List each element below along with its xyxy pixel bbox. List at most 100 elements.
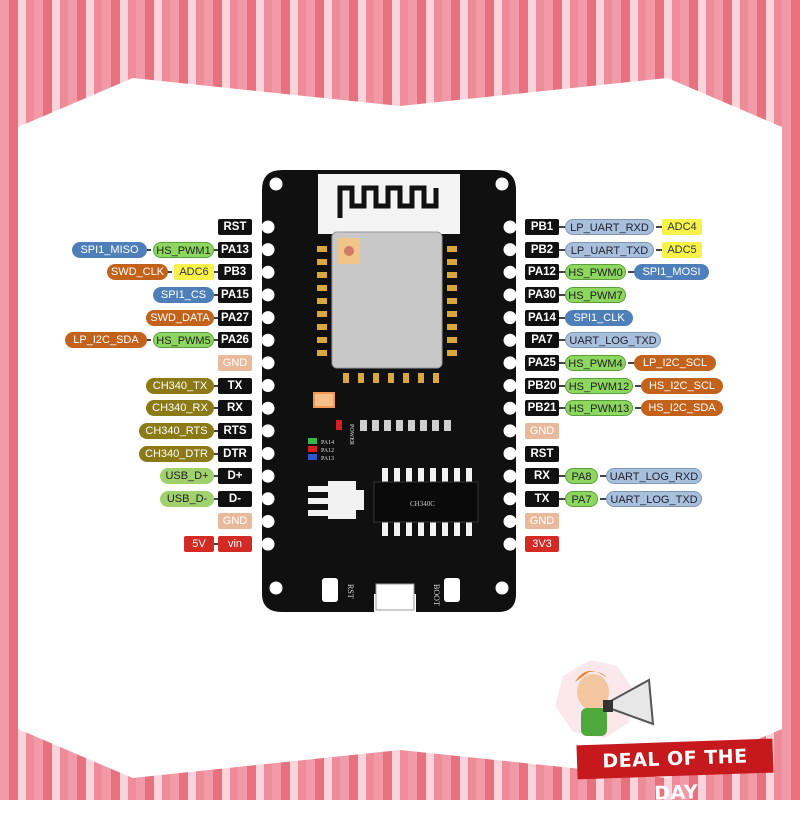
- connector-line: [214, 248, 218, 251]
- function-label: ADC4: [662, 219, 702, 235]
- chip-pin: [418, 468, 424, 482]
- connector-line: [214, 293, 218, 296]
- function-label: SPI1_MISO: [72, 241, 147, 258]
- header-hole: [261, 514, 275, 528]
- chip-pin: [394, 522, 400, 536]
- module-pad: [447, 311, 457, 317]
- chip-pin: [430, 468, 436, 482]
- module-pad: [317, 246, 327, 252]
- pin-label-pb3: PB3: [218, 264, 252, 281]
- connector-line: [600, 497, 606, 500]
- header-hole: [503, 220, 517, 234]
- function-label: USB_D-: [160, 490, 214, 507]
- rst-button: [322, 578, 338, 602]
- chip-pin: [406, 468, 412, 482]
- connector-line: [600, 475, 606, 478]
- pin-label-pa26: PA26: [218, 332, 252, 349]
- pin-label-pb21: PB21: [525, 400, 559, 417]
- function-label: HS_I2C_SDA: [641, 400, 723, 417]
- header-hole: [503, 447, 517, 460]
- module-pad: [317, 350, 327, 356]
- pin-label-rx: RX: [218, 400, 252, 417]
- function-label: HS_PWM0: [565, 264, 626, 281]
- header-hole: [261, 537, 275, 551]
- module-pad: [388, 373, 394, 383]
- module-pad: [447, 259, 457, 265]
- header-hole: [261, 379, 275, 393]
- connector-line: [559, 293, 565, 296]
- pin-label-d-: D-: [218, 490, 252, 507]
- function-label: UART_LOG_RXD: [606, 468, 702, 485]
- led-red: [308, 446, 317, 452]
- power-silk: POWER: [348, 424, 354, 445]
- pin-label-pb2: PB2: [525, 241, 559, 258]
- header-hole: [261, 243, 275, 257]
- header-hole: [261, 447, 275, 460]
- module-pad: [373, 373, 379, 383]
- mascot-illustration: [555, 660, 655, 754]
- function-label: CH340_DTR: [139, 445, 214, 462]
- pin-label-gnd: GND: [218, 513, 252, 530]
- module-pad: [317, 311, 327, 317]
- regulator: [328, 481, 356, 519]
- function-label: LP_UART_TXD: [565, 241, 654, 258]
- pin-label-pb1: PB1: [525, 219, 559, 235]
- deal-of-the-day-banner: DEAL OF THE DAY: [576, 738, 774, 805]
- header-hole: [261, 356, 275, 370]
- connector-line: [628, 271, 634, 274]
- module-pad: [358, 373, 364, 383]
- function-label: HS_PWM7: [565, 286, 626, 303]
- chip-pin: [382, 468, 388, 482]
- header-holes: [261, 220, 517, 551]
- header-hole: [261, 220, 275, 234]
- connector-line: [635, 384, 641, 387]
- pin-label-rst: RST: [218, 219, 252, 235]
- module-pad: [317, 272, 327, 278]
- led-label: PA12: [321, 448, 334, 454]
- connector-line: [628, 361, 634, 364]
- chip-pin: [454, 468, 460, 482]
- function-label: HS_PWM5: [153, 332, 214, 349]
- boot-silk: BOOT: [432, 584, 441, 606]
- mount-hole: [495, 581, 509, 595]
- header-hole: [261, 265, 275, 279]
- pin-label-pa13: PA13: [218, 241, 252, 258]
- connector-line: [559, 339, 565, 342]
- connector-line: [214, 452, 218, 455]
- function-label: HS_PWM4: [565, 354, 626, 371]
- connector-line: [559, 226, 565, 228]
- function-label: CH340_TX: [146, 377, 214, 394]
- usb-port: [375, 583, 415, 611]
- header-hole: [503, 356, 517, 370]
- module-pad: [317, 324, 327, 330]
- connector-line: [214, 384, 218, 387]
- antenna-trace: [337, 185, 439, 218]
- pin-label-rts: RTS: [218, 422, 252, 439]
- function-label: SWD_DATA: [146, 309, 214, 326]
- module-pad: [418, 373, 424, 383]
- function-label: 5V: [184, 536, 214, 553]
- header-hole: [261, 288, 275, 302]
- module-pad: [403, 373, 409, 383]
- chip-pin: [466, 468, 472, 482]
- function-label: CH340_RX: [146, 400, 214, 417]
- function-label: CH340_RTS: [139, 422, 214, 439]
- pin-label-d+: D+: [218, 468, 252, 485]
- header-hole: [261, 492, 275, 506]
- pin-label-pb20: PB20: [525, 377, 559, 394]
- power-led: [336, 420, 342, 430]
- module-pad: [447, 272, 457, 278]
- rst-silk: RST: [346, 584, 355, 599]
- header-hole: [503, 311, 517, 325]
- function-label: LP_I2C_SCL: [634, 354, 716, 371]
- pin-label-3v3: 3V3: [525, 536, 559, 553]
- pin-label-gnd: GND: [218, 354, 252, 371]
- connector-line: [214, 271, 218, 274]
- module-pad: [447, 246, 457, 252]
- connector-line: [147, 248, 151, 251]
- boot-button: [444, 578, 460, 602]
- chip-pin: [442, 468, 448, 482]
- module-pad: [433, 373, 439, 383]
- function-label: ADC5: [662, 241, 702, 258]
